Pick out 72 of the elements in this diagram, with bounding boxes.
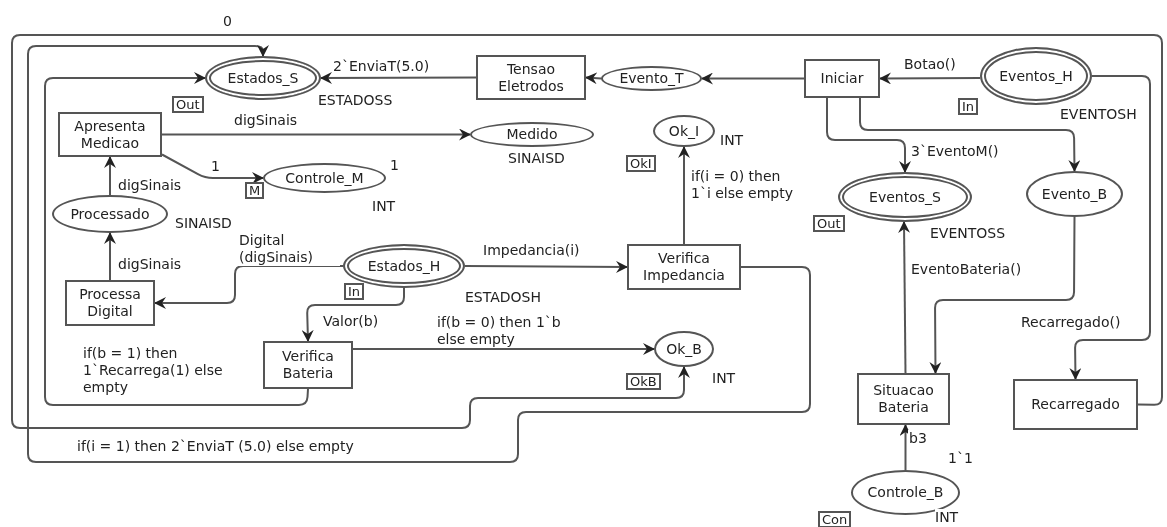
- arc-inscription: 2`EnviaT(5.0): [332, 58, 431, 75]
- place-ellipse: [263, 163, 386, 193]
- arc-inscription: if(i = 0) then 1`i else empty: [690, 168, 796, 202]
- port-tag: Out: [172, 96, 204, 113]
- arc-arrow: [161, 128, 471, 141]
- port-tag: In: [344, 283, 365, 300]
- node-label: Estados_H: [367, 257, 441, 275]
- place-ellipse: [654, 331, 714, 367]
- arc-inscription: digSinais: [117, 256, 183, 273]
- node-label: Eventos_H: [999, 67, 1073, 85]
- arc-inscription: Botao(): [903, 56, 957, 73]
- arc-arrow: [701, 72, 805, 85]
- arc-arrow: [352, 343, 655, 355]
- node-label: Evento_B: [1041, 185, 1108, 203]
- arc-arrow: [1069, 75, 1151, 380]
- place-ellipse: [653, 115, 715, 147]
- arc-inscription: if(i = 1) then 2`EnviaT (5.0) else empty: [76, 438, 355, 455]
- arc-inscription: EventoBateria(): [910, 261, 1023, 278]
- transition-box: [627, 244, 741, 290]
- arc-inscription: Digital (digSinais): [238, 232, 340, 266]
- port-tag: M: [245, 182, 265, 199]
- arc-arrow: [104, 232, 116, 281]
- arc-arrow: [585, 72, 602, 85]
- port-tag: Out: [813, 215, 845, 232]
- arc-inscription: digSinais: [233, 112, 299, 129]
- port-tag: In: [958, 98, 979, 115]
- transition-box: [263, 341, 353, 389]
- arc-inscription: Valor(b): [322, 313, 380, 330]
- port-tag: Con: [818, 511, 852, 527]
- arc-arrow: [879, 72, 982, 85]
- node-label: Eventos_S: [869, 188, 941, 206]
- transition-box: [857, 373, 950, 425]
- node-label: Estados_S: [227, 69, 299, 87]
- arc-arrow: [161, 153, 264, 184]
- node-label: Verifica Bateria: [281, 348, 335, 382]
- arc-arrow: [678, 146, 690, 245]
- node-label: Tensao Eletrodos: [497, 60, 565, 95]
- node-label: Processa Digital: [78, 286, 142, 320]
- arc-arrow: [898, 221, 911, 374]
- arc-arrow: [929, 216, 1076, 374]
- transition-box: [804, 59, 880, 98]
- arc-arrow: [464, 260, 628, 273]
- arc-inscription: Impedancia(i): [482, 242, 581, 259]
- node-label: Medido: [506, 126, 558, 143]
- arc-inscription: if(b = 0) then 1`b else empty: [436, 314, 563, 348]
- node-label: Situacao Bateria: [872, 382, 935, 416]
- arc-inscription: 3`EventoM(): [910, 143, 1000, 160]
- node-label: Verifica Impedancia: [642, 250, 726, 284]
- node-label: Iniciar: [820, 70, 864, 87]
- node-label: Apresenta Medicao: [73, 117, 147, 152]
- node-label: Controle_M: [285, 169, 364, 187]
- node-label: Evento_T: [619, 70, 684, 87]
- arc-arrow: [826, 97, 911, 173]
- node-label: Controle_B: [867, 484, 944, 501]
- arc-inscription: digSinais: [117, 177, 183, 194]
- port-tag: OkB: [626, 373, 661, 390]
- port-place-double-ellipse: [980, 47, 1092, 105]
- node-label: Processado: [70, 205, 150, 223]
- arc-arrow: [320, 71, 477, 84]
- port-tag: OkI: [626, 155, 656, 172]
- transition-box: [1013, 379, 1138, 430]
- transition-box: [476, 55, 586, 100]
- node-label: Ok_B: [666, 340, 702, 358]
- arc-inscription: Recarregado(): [1020, 314, 1122, 331]
- arc-arrow: [27, 45, 811, 463]
- transition-box: [65, 280, 155, 326]
- transition-box: [58, 112, 162, 157]
- node-label: Recarregado: [1031, 396, 1120, 413]
- node-label: Ok_I: [668, 122, 700, 140]
- arc-arrow: [104, 156, 116, 196]
- arc-arrow: [859, 97, 1081, 172]
- arc-arrow: [11, 34, 1163, 429]
